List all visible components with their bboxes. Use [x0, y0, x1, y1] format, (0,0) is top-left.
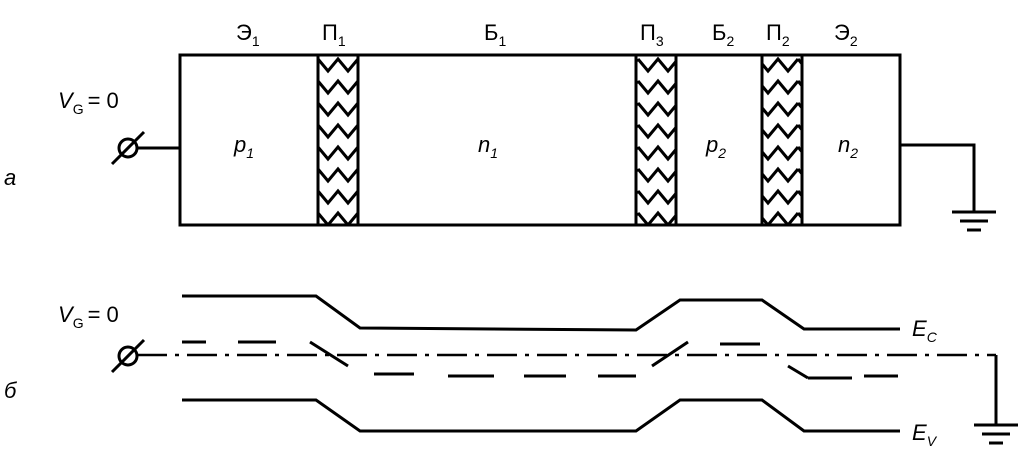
junction-3	[634, 53, 678, 227]
region-n2: n2	[838, 132, 858, 161]
part-b-label: б	[4, 378, 18, 403]
junction-2	[760, 53, 804, 227]
region-p2: p2	[705, 132, 726, 161]
label-base-1: Б1	[484, 20, 506, 49]
ground-icon	[900, 143, 996, 232]
region-p1: p1	[233, 132, 254, 161]
input-terminal-a	[110, 130, 180, 166]
voltage-label-b: VG= 0	[58, 302, 119, 331]
label-ec: EC	[912, 316, 938, 345]
label-emitter-2: Э2	[834, 20, 858, 49]
label-junction-2: П2	[766, 20, 790, 49]
quasi-fermi-levels	[182, 340, 898, 380]
junction-1	[316, 53, 360, 227]
part-a-label: а	[4, 165, 16, 190]
voltage-label-a: VG= 0	[58, 88, 119, 117]
top-labels: Э1 П1 Б1 П3 Б2 П2 Э2	[236, 20, 858, 49]
region-n1: n1	[478, 132, 498, 161]
label-base-2: Б2	[712, 20, 734, 49]
label-junction-3: П3	[640, 20, 664, 49]
conduction-band	[182, 294, 900, 332]
ground-icon-b	[974, 355, 1018, 445]
device-body	[178, 53, 902, 227]
valence-band	[182, 398, 900, 433]
label-ev: EV	[912, 420, 938, 449]
label-emitter-1: Э1	[236, 20, 260, 49]
label-junction-1: П1	[322, 20, 346, 49]
